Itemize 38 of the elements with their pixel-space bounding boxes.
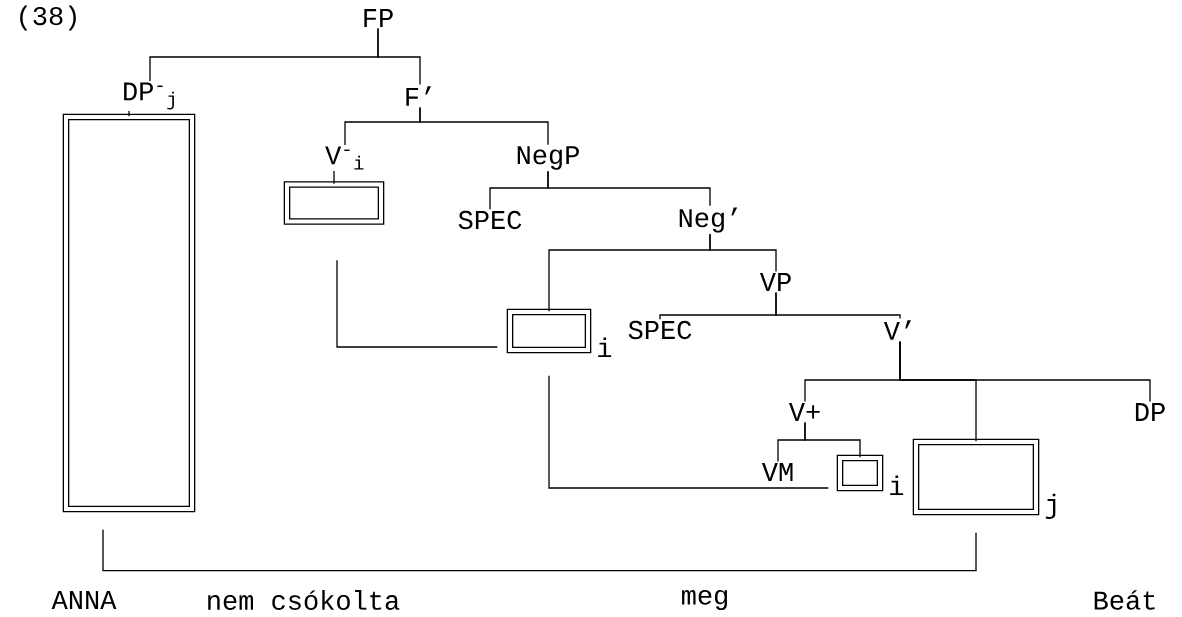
tree-branch bbox=[377, 27, 421, 86]
tree-branch bbox=[128, 110, 130, 117]
index-letter: i bbox=[598, 337, 612, 357]
category-label: V’ bbox=[883, 320, 911, 340]
example-number: (38) bbox=[20, 5, 76, 31]
category-label: VP bbox=[759, 273, 791, 291]
tree-branch bbox=[804, 421, 861, 458]
category-label: DP bbox=[1135, 403, 1165, 421]
index-letter: j bbox=[1045, 493, 1056, 519]
category-label: SPEC bbox=[628, 320, 692, 340]
tree-branch bbox=[547, 170, 711, 207]
movement-line bbox=[548, 375, 829, 489]
category-label: NegP bbox=[517, 146, 579, 170]
trace-box bbox=[506, 308, 592, 354]
category-label: DP$^{-}$j bbox=[124, 82, 174, 110]
trace-box bbox=[836, 454, 884, 492]
trace-box bbox=[62, 113, 196, 513]
category-label: V+ bbox=[788, 403, 820, 421]
tree-branch bbox=[709, 233, 777, 273]
word-label: Beát bbox=[1094, 590, 1155, 610]
category-label: Neg’ bbox=[679, 207, 738, 233]
movement-line bbox=[336, 259, 498, 348]
trace-box bbox=[912, 438, 1040, 516]
tree-branch bbox=[333, 170, 335, 185]
movement-line bbox=[102, 529, 977, 572]
word-label: ANNA bbox=[51, 591, 117, 609]
category-label: F’ bbox=[406, 86, 431, 106]
word-label: meg bbox=[682, 589, 727, 611]
tree-branch bbox=[775, 291, 901, 320]
category-label: V$^{-}$i bbox=[325, 146, 364, 170]
category-label: SPEC bbox=[458, 210, 522, 230]
category-label: FP bbox=[364, 9, 393, 27]
index-letter: i bbox=[890, 475, 904, 495]
word-label: nem csókolta bbox=[208, 590, 400, 610]
tree-branch bbox=[899, 340, 1151, 403]
category-label: VM bbox=[761, 463, 793, 481]
trace-box bbox=[283, 181, 385, 225]
tree-branch bbox=[419, 106, 549, 146]
